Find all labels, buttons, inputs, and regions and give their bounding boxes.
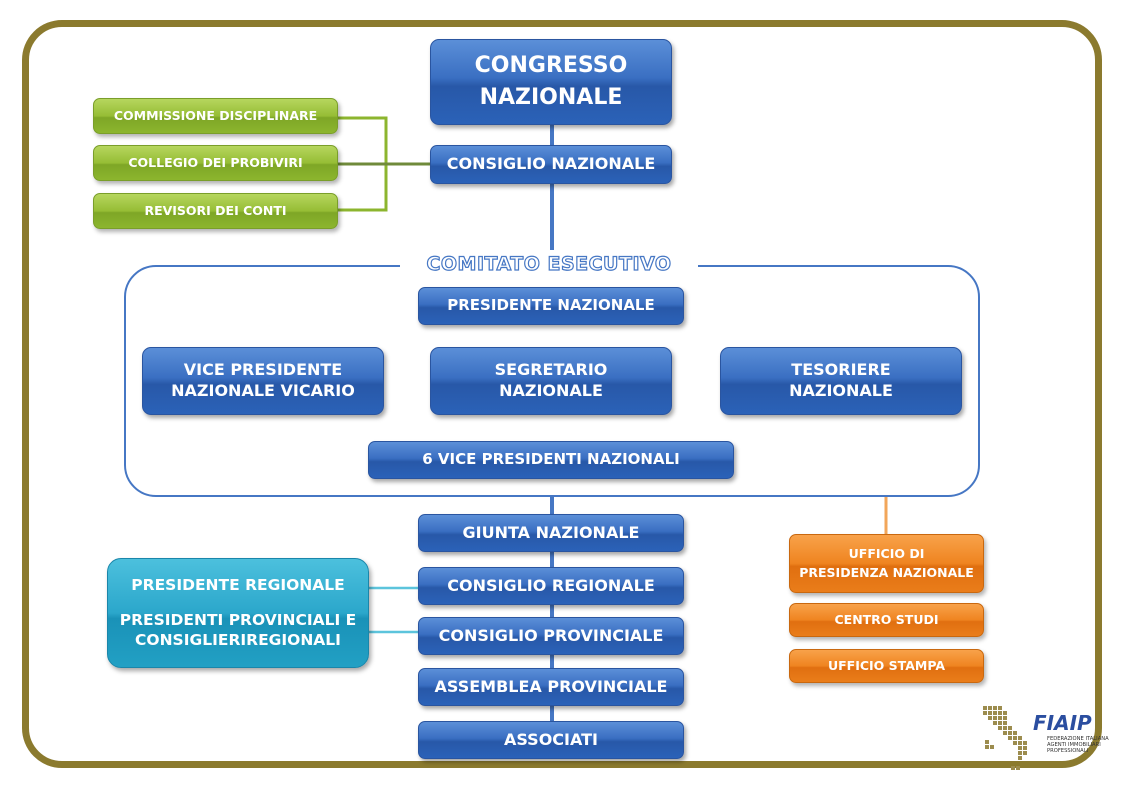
revisori-conti-box: REVISORI DEI CONTI	[93, 193, 338, 229]
ufficio-presidenza-line-2: PRESIDENZA NAZIONALE	[799, 564, 974, 580]
logo-line-3: PROFESSIONALI	[1047, 748, 1089, 754]
congresso-line-2: NAZIONALE	[479, 85, 623, 110]
logo-line-2: AGENTI IMMOBILIARI	[1047, 742, 1101, 748]
vice-vicario-line-2: NAZIONALE VICARIO	[171, 381, 355, 400]
sei-vice-label: 6 VICE PRESIDENTI NAZIONALI	[422, 450, 680, 469]
collegio-label: COLLEGIO DEI PROBIVIRI	[128, 154, 303, 170]
sei-vice-presidenti-box: 6 VICE PRESIDENTI NAZIONALI	[368, 441, 734, 479]
presidenti-provinciali-line-1: PRESIDENTI PROVINCIALI E	[119, 610, 357, 629]
consiglio-regionale-label: CONSIGLIO REGIONALE	[447, 575, 655, 595]
commissione-label: COMMISSIONE DISCIPLINARE	[113, 107, 318, 123]
consiglio-regionale-box: CONSIGLIO REGIONALE	[418, 567, 684, 605]
vice-vicario-line-1: VICE PRESIDENTE	[183, 360, 343, 380]
centro-studi-box: CENTRO STUDI	[789, 603, 984, 637]
logo-line-1: FEDERAZIONE ITALIANA	[1047, 736, 1109, 742]
consiglio-provinciale-label: CONSIGLIO PROVINCIALE	[438, 625, 664, 645]
page-frame	[22, 20, 1102, 768]
consiglio-nazionale-box: CONSIGLIO NAZIONALE	[430, 145, 672, 184]
ufficio-presidenza-box: UFFICIO DI PRESIDENZA NAZIONALE	[789, 534, 984, 593]
presidenti-provinciali-line-2: CONSIGLIERIREGIONALI	[135, 631, 341, 650]
revisori-label: REVISORI DEI CONTI	[144, 202, 287, 218]
vice-presidente-vicario-box: VICE PRESIDENTE NAZIONALE VICARIO	[142, 347, 384, 415]
giunta-label: GIUNTA NAZIONALE	[462, 522, 640, 542]
consiglio-provinciale-box: CONSIGLIO PROVINCIALE	[418, 617, 684, 655]
tesoriere-nazionale-box: TESORIERE NAZIONALE	[720, 347, 962, 415]
tesoriere-line-2: NAZIONALE	[789, 381, 893, 400]
fiaip-logo: FIAIP FEDERAZIONE ITALIANA AGENTI IMMOBI…	[975, 700, 1115, 780]
assemblea-provinciale-box: ASSEMBLEA PROVINCIALE	[418, 668, 684, 706]
congresso-nazionale-box: CONGRESSO NAZIONALE	[430, 39, 672, 125]
logo-brand: FIAIP	[1033, 711, 1092, 735]
ufficio-stampa-box: UFFICIO STAMPA	[789, 649, 984, 683]
presidente-nazionale-label: PRESIDENTE NAZIONALE	[447, 296, 655, 315]
tesoriere-line-1: TESORIERE	[791, 360, 891, 380]
ufficio-presidenza-line-1: UFFICIO DI	[848, 545, 925, 561]
associati-box: ASSOCIATI	[418, 721, 684, 759]
ufficio-stampa-label: UFFICIO STAMPA	[827, 657, 946, 673]
segretario-line-2: NAZIONALE	[499, 381, 603, 400]
presidente-nazionale-box: PRESIDENTE NAZIONALE	[418, 287, 684, 325]
assemblea-label: ASSEMBLEA PROVINCIALE	[434, 676, 668, 696]
comitato-esecutivo-title: COMITATO ESECUTIVO	[400, 250, 698, 278]
centro-studi-label: CENTRO STUDI	[834, 611, 939, 627]
collegio-probiviri-box: COLLEGIO DEI PROBIVIRI	[93, 145, 338, 181]
segretario-nazionale-box: SEGRETARIO NAZIONALE	[430, 347, 672, 415]
presidente-regionale-label: PRESIDENTE REGIONALE	[131, 575, 345, 594]
associati-label: ASSOCIATI	[503, 729, 598, 749]
congresso-line-1: CONGRESSO	[474, 53, 628, 79]
regional-presidents-box: PRESIDENTE REGIONALE PRESIDENTI PROVINCI…	[107, 558, 369, 668]
consiglio-nazionale-label: CONSIGLIO NAZIONALE	[446, 154, 656, 174]
italy-map-icon: FIAIP FEDERAZIONE ITALIANA AGENTI IMMOBI…	[983, 706, 1109, 770]
giunta-nazionale-box: GIUNTA NAZIONALE	[418, 514, 684, 552]
commissione-disciplinare-box: COMMISSIONE DISCIPLINARE	[93, 98, 338, 134]
segretario-line-1: SEGRETARIO	[494, 360, 608, 380]
